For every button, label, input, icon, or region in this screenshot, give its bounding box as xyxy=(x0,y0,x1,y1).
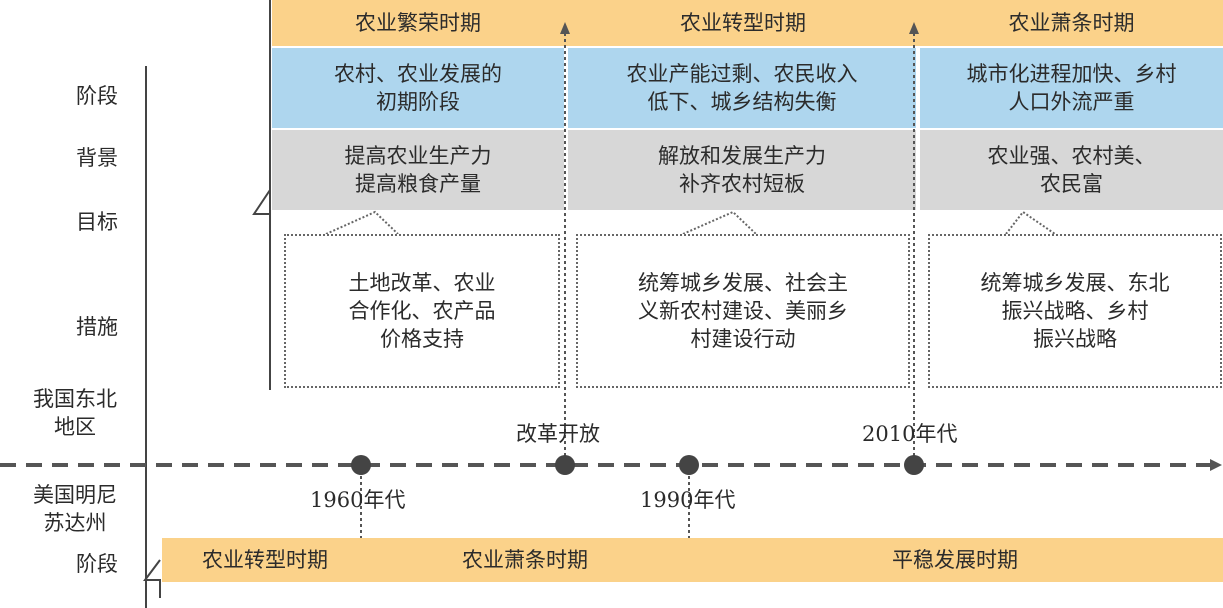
timeline-dot-2010s xyxy=(904,455,924,475)
timeline-label-reform: 改革开放 xyxy=(516,422,600,446)
left-spine xyxy=(145,66,147,608)
mn-period-2: 农业萧条时期 xyxy=(462,548,588,572)
timeline-dot-1990s xyxy=(679,455,699,475)
china-goal-3: 农业强、农村美、 农民富 xyxy=(920,130,1223,210)
china-background-2: 农业产能过剩、农民收入 低下、城乡结构失衡 xyxy=(568,48,916,128)
mn-stage-band xyxy=(162,538,1223,582)
china-background-1: 农村、农业发展的 初期阶段 xyxy=(272,48,564,128)
china-measure-1: 土地改革、农业 合作化、农产品 价格支持 xyxy=(284,234,560,388)
timeline-dot-reform xyxy=(555,455,575,475)
china-measure-3: 统筹城乡发展、东北 振兴战略、乡村 振兴战略 xyxy=(928,234,1222,388)
timeline-label-2010s: 2010年代 xyxy=(862,422,958,446)
timeline-label-1960s: 1960年代 xyxy=(310,488,406,512)
timeline-dot-1960s xyxy=(351,455,371,475)
china-period-3: 农业萧条时期 xyxy=(1008,11,1135,35)
label-china-ne: 我国东北 地区 xyxy=(33,387,117,439)
label-goal: 目标 xyxy=(76,210,118,234)
china-period-1: 农业繁荣时期 xyxy=(355,11,481,35)
label-measures: 措施 xyxy=(76,315,118,339)
china-stage-band xyxy=(272,0,1223,46)
label-stage: 阶段 xyxy=(76,84,118,108)
mn-period-3: 平稳发展时期 xyxy=(892,548,1018,572)
china-measure-2: 统筹城乡发展、社会主 义新农村建设、美丽乡 村建设行动 xyxy=(576,234,910,388)
label-mn-stage: 阶段 xyxy=(76,552,118,576)
china-goal-2: 解放和发展生产力 补齐农村短板 xyxy=(568,130,916,210)
china-background-3: 城市化进程加快、乡村 人口外流严重 xyxy=(920,48,1223,128)
mn-period-1: 农业转型时期 xyxy=(202,548,328,572)
label-mn: 美国明尼 苏达州 xyxy=(33,483,117,535)
china-goal-1: 提高农业生产力 提高粮食产量 xyxy=(272,130,564,210)
timeline-label-1990s: 1990年代 xyxy=(640,488,736,512)
label-background: 背景 xyxy=(76,146,118,170)
china-period-2: 农业转型时期 xyxy=(680,11,806,35)
